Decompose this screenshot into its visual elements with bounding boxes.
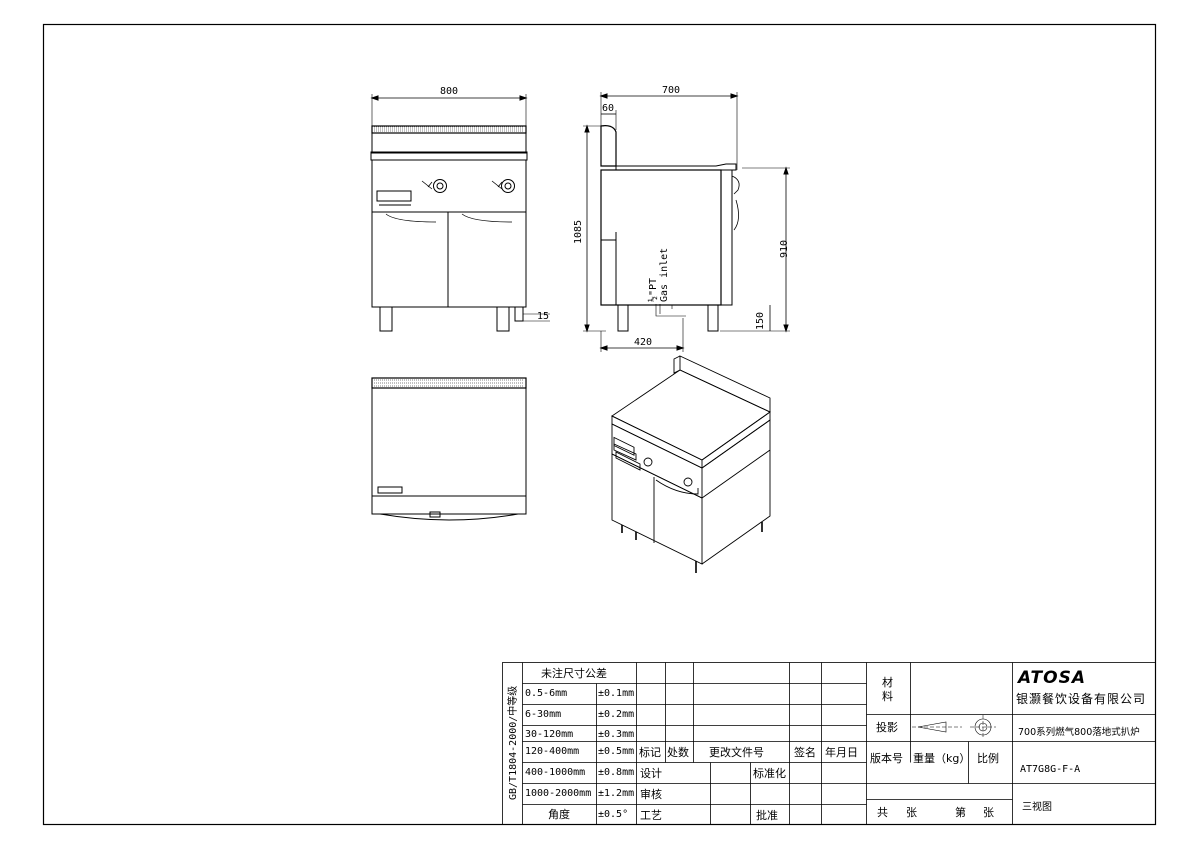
tol-range-5: 400-1000mm: [525, 767, 586, 778]
tol-value-angle: ±0.5°: [598, 809, 629, 820]
tol-value-6: ±1.2mm: [598, 788, 635, 799]
dim-backsplash: 60: [602, 103, 615, 114]
tol-range-2: 6-30mm: [525, 709, 562, 720]
tol-range-1: 0.5-6mm: [525, 688, 568, 699]
tol-value-1: ±0.1mm: [598, 688, 635, 699]
page-label: 第: [955, 806, 966, 819]
sheet-label: 张: [906, 806, 917, 819]
weight-label: 重量（kg）: [913, 752, 971, 765]
tolerance-header: 未注尺寸公差: [541, 667, 607, 680]
front-view: [370, 94, 550, 332]
dim-leg: 150: [755, 311, 766, 330]
rev-doc: 更改文件号: [709, 746, 764, 759]
rev-standardize: 标准化: [753, 767, 786, 780]
gas-inlet-label: Gas inlet: [659, 247, 670, 302]
isometric-view: [611, 355, 771, 573]
dim-worktop: 910: [779, 239, 790, 258]
total-label: 共: [877, 806, 888, 819]
version-label: 版本号: [870, 752, 903, 765]
product-name: 700系列燃气800落地式扒炉: [1018, 727, 1140, 738]
tol-value-5: ±0.8mm: [598, 767, 635, 778]
rev-count: 处数: [667, 746, 689, 759]
view-name: 三视图: [1022, 802, 1052, 813]
dim-height: 1085: [573, 219, 584, 244]
rev-design: 设计: [640, 767, 662, 780]
top-view: [371, 377, 527, 521]
company-logo: ATOSA: [1018, 668, 1086, 688]
tolerance-standard: GB/T1804-2000/中等级: [508, 685, 519, 800]
title-block: [502, 662, 1156, 825]
tol-range-3: 30-120mm: [525, 729, 574, 740]
tol-range-angle: 角度: [548, 808, 570, 821]
dim-depth: 700: [662, 85, 681, 96]
material-label: 材料: [882, 676, 893, 703]
tol-range-4: 120-400mm: [525, 746, 580, 757]
projection-label: 投影: [876, 721, 898, 734]
tol-value-3: ±0.3mm: [598, 729, 635, 740]
page-sheet-label: 张: [983, 806, 994, 819]
dim-leg-offset: 15: [537, 311, 550, 322]
rev-mark: 标记: [639, 746, 661, 759]
model-number: AT7G8G-F-A: [1020, 764, 1081, 775]
scale-label: 比例: [977, 752, 999, 765]
tol-value-2: ±0.2mm: [598, 709, 635, 720]
tol-value-4: ±0.5mm: [598, 746, 635, 757]
rev-review: 审核: [640, 788, 662, 801]
rev-approve: 批准: [756, 809, 778, 822]
rev-date: 年月日: [825, 746, 858, 759]
tol-range-6: 1000-2000mm: [525, 788, 592, 799]
rev-process: 工艺: [640, 809, 662, 822]
dim-inlet-depth: 420: [634, 337, 653, 348]
dim-width: 800: [440, 86, 459, 97]
company-name: 银灏餐饮设备有限公司: [1016, 692, 1147, 706]
side-view: [583, 92, 790, 352]
rev-sign: 签名: [794, 746, 816, 759]
